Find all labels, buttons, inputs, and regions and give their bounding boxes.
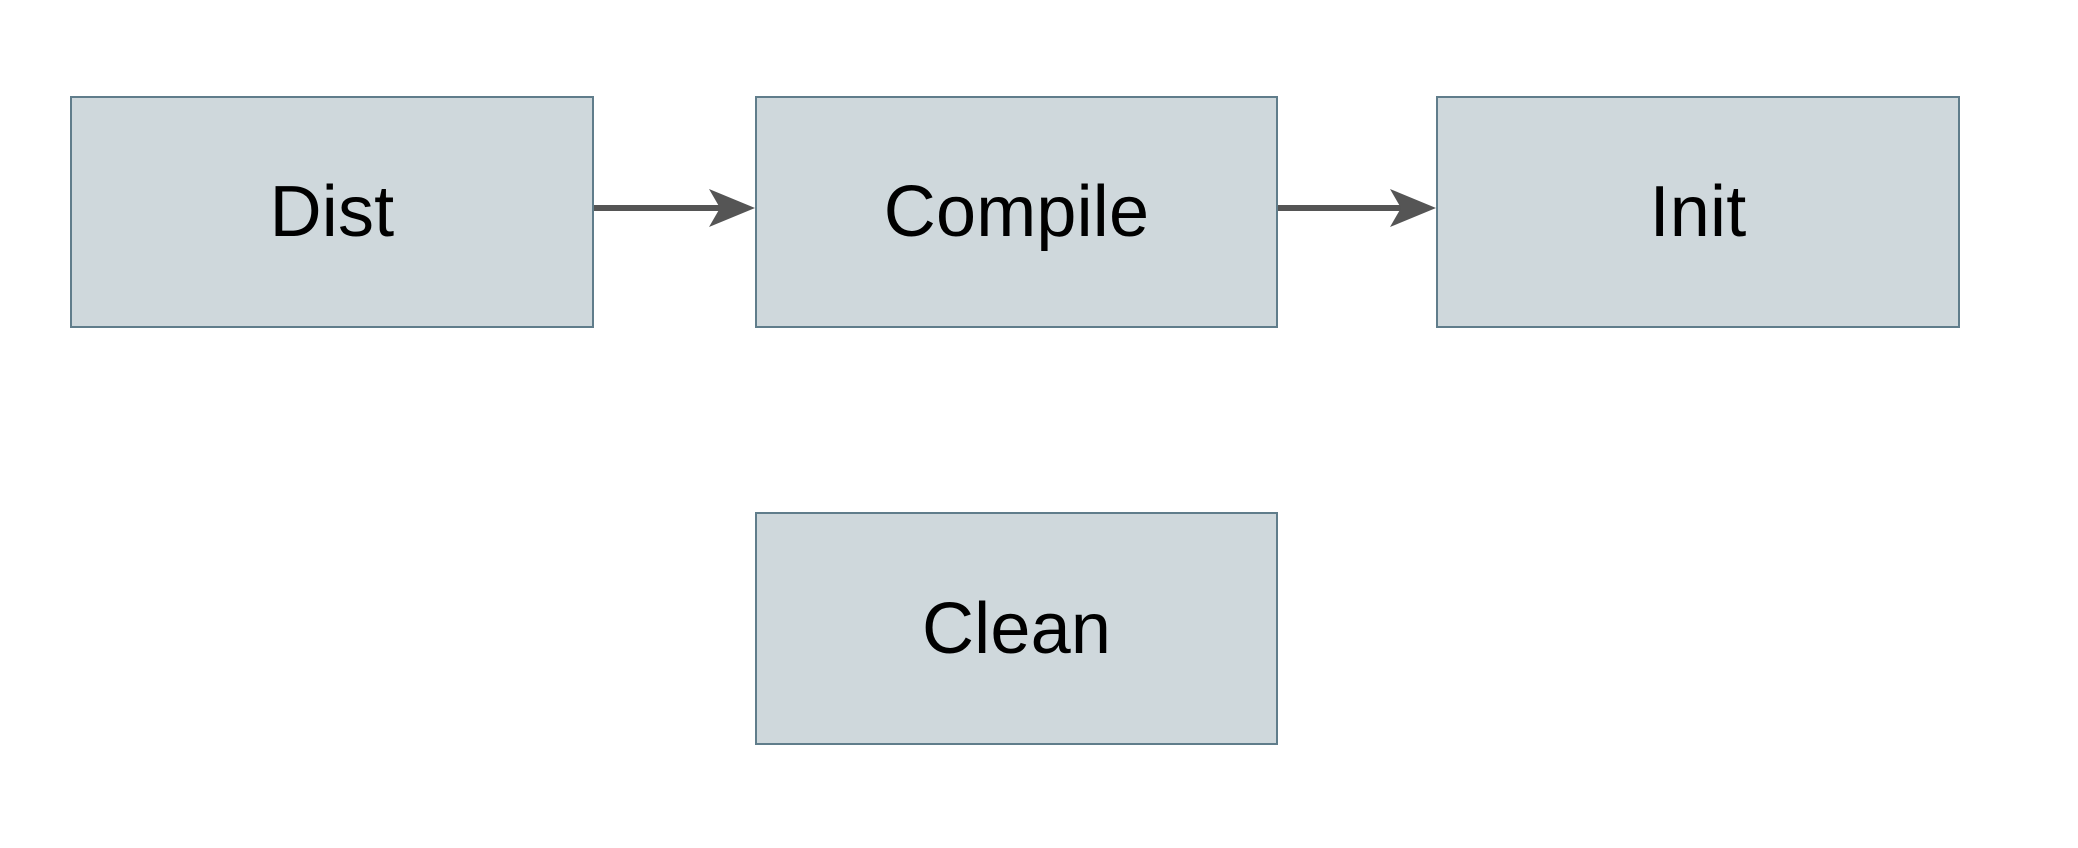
edge-compile-to-init-arrowhead [1390, 189, 1436, 227]
node-compile-label: Compile [883, 172, 1150, 252]
node-dist-label: Dist [269, 172, 395, 252]
node-clean[interactable]: Clean [755, 512, 1278, 745]
node-init[interactable]: Init [1436, 96, 1960, 328]
node-dist[interactable]: Dist [70, 96, 594, 328]
node-clean-label: Clean [921, 588, 1112, 669]
edge-compile-to-init [1278, 178, 1436, 238]
edge-dist-to-compile [594, 178, 755, 238]
node-compile[interactable]: Compile [755, 96, 1278, 328]
node-init-label: Init [1649, 172, 1747, 252]
edge-dist-to-compile-arrowhead [709, 189, 755, 227]
